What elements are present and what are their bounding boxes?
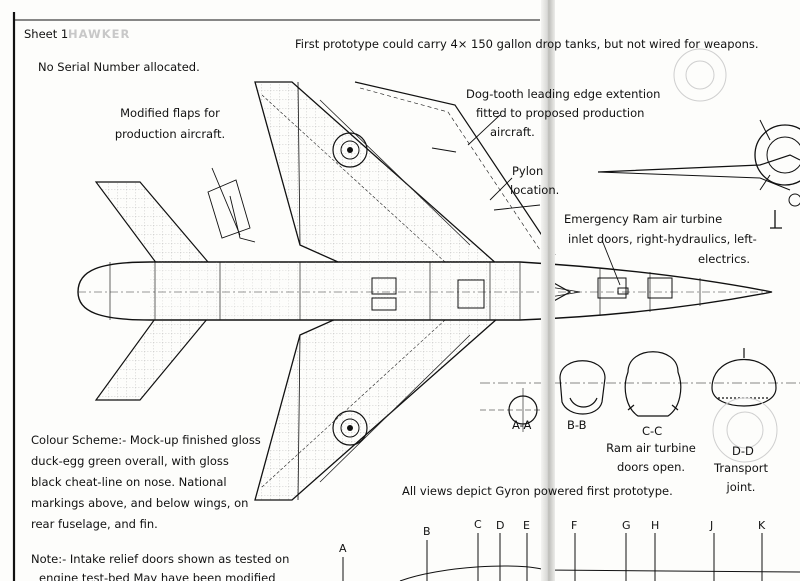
station-a: A <box>339 542 347 555</box>
station-ticks <box>342 533 800 581</box>
serial-note: No Serial Number allocated. <box>38 60 200 74</box>
all-views-note: All views depict Gyron powered first pro… <box>402 484 673 498</box>
pylon-annotation: Pylon location. <box>510 164 560 198</box>
station-g: G <box>622 519 631 532</box>
station-k: K <box>758 519 766 532</box>
lower-wing <box>254 313 500 501</box>
dogtooth-leading-edge <box>354 81 556 256</box>
faint-background-circles <box>673 48 778 463</box>
side-view-fragment <box>597 119 800 229</box>
colour-scheme-line-3: black cheat-line on nose. National <box>31 475 227 489</box>
dd-caption-line-1: Transport <box>714 461 768 475</box>
ram-air-line-1: Emergency Ram air turbine <box>564 212 723 226</box>
colour-scheme-note: Colour Scheme:- Mock-up finished gloss d… <box>31 433 261 532</box>
flaps-annotation: Modified flaps for production aircraft. <box>98 106 242 142</box>
dogtooth-line-1: Dog-tooth leading edge extention <box>466 87 661 101</box>
station-d: D <box>496 519 505 532</box>
leader-lines <box>207 114 621 286</box>
section-cc-caption: Ram air turbine doors open. <box>596 441 706 475</box>
station-b: B <box>423 525 431 538</box>
ram-air-annotation: Emergency Ram air turbine inlet doors, r… <box>564 212 757 267</box>
sheet-border <box>12 12 540 581</box>
faint-title: HAWKER <box>68 27 131 41</box>
station-h: H <box>651 519 660 532</box>
sheet-number: Sheet 1. <box>24 27 72 41</box>
cc-caption-line-2: doors open. <box>616 460 686 474</box>
pylon-line-2: location. <box>510 183 560 197</box>
section-bb-label: B-B <box>567 418 587 432</box>
station-c: C <box>474 518 482 531</box>
flaps-line-2: production aircraft. <box>114 127 226 141</box>
pylon-line-1: Pylon <box>512 164 544 178</box>
section-aa-label: A-A <box>512 418 532 432</box>
dogtooth-line-3: aircraft. <box>490 125 535 139</box>
intake-note-line-2: engine test-bed May have been modified <box>39 571 276 581</box>
ram-air-line-3: electrics. <box>698 252 751 266</box>
page-gutter <box>541 0 555 581</box>
fuselage <box>77 261 773 321</box>
headline-note: First prototype could carry 4× 150 gallo… <box>295 37 759 51</box>
ram-air-line-2: inlet doors, right-hydraulics, left- <box>568 232 757 246</box>
section-dd-caption: Transport joint. <box>702 461 780 495</box>
intake-note: Note:- Intake relief doors shown as test… <box>31 552 289 581</box>
dogtooth-line-2: fitted to proposed production <box>476 106 645 120</box>
section-cc-drawing <box>624 351 682 417</box>
section-dd-drawing <box>711 348 777 407</box>
upper-wing <box>254 81 500 269</box>
cc-caption-line-1: Ram air turbine <box>606 441 696 455</box>
section-dd-label: D-D <box>732 444 754 458</box>
dd-caption-line-2: joint. <box>726 480 756 494</box>
colour-scheme-line-5: rear fuselage, and fin. <box>31 517 158 531</box>
section-bb-drawing <box>559 360 606 415</box>
section-aa-drawing <box>480 388 545 432</box>
colour-scheme-line-1: Colour Scheme:- Mock-up finished gloss <box>31 433 261 447</box>
section-cc-label: C-C <box>642 424 663 438</box>
dogtooth-annotation: Dog-tooth leading edge extention fitted … <box>466 87 660 140</box>
colour-scheme-line-2: duck-egg green overall, with gloss <box>31 454 229 468</box>
station-f: F <box>571 519 578 532</box>
colour-scheme-line-4: markings above, and below wings, on <box>31 496 249 510</box>
flaps-line-1: Modified flaps for <box>120 106 220 120</box>
station-e: E <box>523 519 530 532</box>
station-j: J <box>710 519 714 532</box>
intake-note-line-1: Note:- Intake relief doors shown as test… <box>31 552 290 566</box>
